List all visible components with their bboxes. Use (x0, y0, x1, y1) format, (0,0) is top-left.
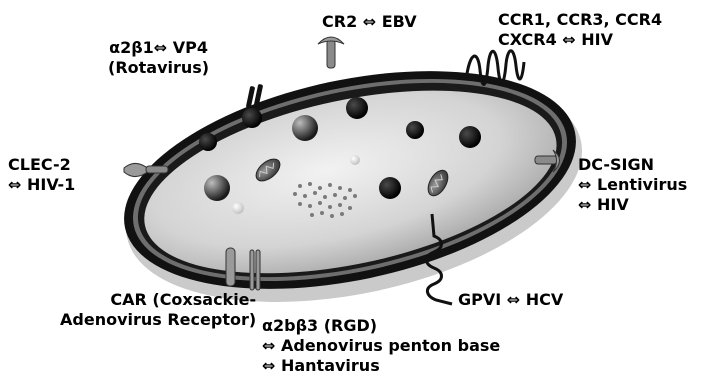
alpha-granule (204, 175, 230, 201)
dense-granule (346, 97, 368, 119)
label-car: CAR (Coxsackie- Adenovirus Receptor) (60, 290, 256, 330)
dense-granule (199, 133, 217, 151)
light-granule (232, 202, 244, 214)
label-a2bb3-rgd: α2bβ3 (RGD) ⇔ Adenovirus penton base ⇔ H… (262, 316, 500, 376)
label-clec2-hiv1: CLEC-2 ⇔ HIV-1 (8, 155, 75, 195)
label-a2b1-vp4: α2β1⇔ VP4 (Rotavirus) (108, 38, 209, 78)
alpha-granule (292, 115, 318, 141)
label-cr2-ebv: CR2 ⇔ EBV (322, 12, 417, 32)
dense-granule (242, 108, 262, 128)
dense-granule (379, 177, 401, 199)
dense-granule (459, 126, 481, 148)
dense-granule (406, 121, 424, 139)
label-dcsign: DC-SIGN ⇔ Lentivirus ⇔ HIV (578, 155, 687, 215)
label-gpvi-hcv: GPVI ⇔ HCV (458, 290, 563, 310)
receptor-cr2 (318, 37, 344, 68)
label-ccr-cxcr4-hiv: CCR1, CCR3, CCR4 CXCR4 ⇔ HIV (498, 10, 662, 50)
light-granule (350, 155, 360, 165)
